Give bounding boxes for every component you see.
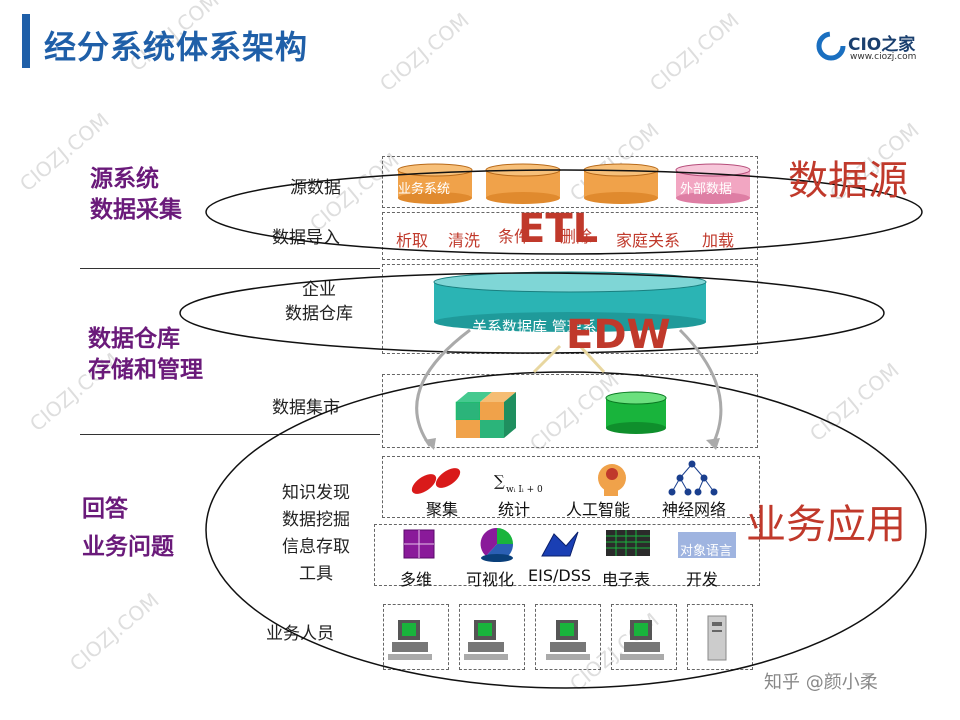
label-datasource: 数据源: [788, 158, 908, 204]
statistics-icon: ∑ wᵢ Iᵢ + 0: [494, 472, 543, 495]
spreadsheet-icon: [606, 530, 650, 556]
svg-text:∑: ∑: [494, 472, 505, 490]
mart-cylinder-icon: [605, 391, 667, 434]
label-enterprise-dw: 企业 数据仓库: [285, 280, 353, 324]
edw-ellipse: [179, 272, 885, 354]
access-item: 开发: [686, 570, 719, 589]
workstation-icon: [464, 620, 508, 660]
multidimensional-cube-icon: [403, 529, 435, 559]
etl-step: 清洗: [448, 231, 481, 250]
cylinder-label: 业务系统: [398, 182, 451, 197]
user-box: [459, 604, 525, 670]
neural-network-icon: [668, 460, 718, 496]
separator-line: [80, 268, 380, 269]
object-language-label: 对象语言: [680, 544, 733, 559]
label-business-users: 业务人员: [266, 624, 334, 644]
arrow-icon: [678, 328, 723, 447]
cube-icon: [455, 392, 516, 438]
etl-box: [382, 212, 758, 260]
svg-text:wᵢ Iᵢ + 0: wᵢ Iᵢ + 0: [506, 485, 543, 495]
mining-item: 神经网络: [662, 500, 727, 519]
etl-step: 删除: [560, 227, 593, 246]
etl-step: 条件: [498, 227, 531, 246]
mining-item: 人工智能: [566, 500, 631, 519]
mining-item: 统计: [498, 500, 531, 519]
mining-box: [382, 456, 760, 518]
section-label-source: 源系统 数据采集: [90, 166, 182, 223]
cylinder-icon: [583, 163, 659, 204]
cluster-icon: [411, 468, 461, 494]
user-box: [611, 604, 677, 670]
etl-step: 家庭关系: [616, 231, 681, 250]
access-item: 电子表: [602, 570, 651, 589]
arrow-icon: [415, 328, 471, 447]
etl-ellipse: [205, 169, 923, 255]
access-box: [374, 524, 760, 586]
etl-step: 加载: [702, 231, 735, 250]
source-data-box: [382, 156, 758, 208]
object-language-icon: [678, 532, 736, 558]
logo-url: www.ciozj.com: [850, 52, 917, 62]
arrow-icon: [578, 344, 606, 374]
server-icon: [707, 615, 727, 661]
user-box: [535, 604, 601, 670]
warehouse-cylinder-icon: [433, 271, 707, 332]
access-item: EIS/DSS: [528, 566, 592, 585]
label-edw: EDW: [566, 312, 671, 358]
workstation-icon: [620, 620, 664, 660]
pie-chart-icon: [480, 527, 514, 562]
user-box: [687, 604, 753, 670]
user-box: [383, 604, 449, 670]
label-etl: ETL: [518, 206, 599, 252]
warehouse-label: 关系数据库 管理系: [472, 318, 597, 336]
workstation-icon: [546, 620, 590, 660]
logo-name: CIO之家: [848, 35, 916, 55]
access-item: 可视化: [466, 570, 515, 589]
business-ellipse: [205, 371, 927, 689]
label-business-app: 业务应用: [746, 502, 906, 548]
cylinder-label: 外部数据: [680, 182, 733, 197]
eis-dss-icon: [541, 531, 579, 557]
separator-line: [80, 434, 380, 435]
mining-item: 聚集: [426, 500, 459, 519]
arrow-head-icon: [424, 438, 436, 450]
title-accent-bar: [22, 14, 30, 68]
label-knowledge: 知识发现 数据挖掘 信息存取 工具: [282, 483, 350, 584]
arrow-head-icon: [706, 438, 720, 450]
cylinder-icon: [675, 163, 751, 204]
ai-head-icon: [598, 464, 626, 496]
arrow-icon: [532, 344, 562, 374]
access-item: 多维: [400, 570, 433, 589]
section-label-warehouse: 数据仓库 存储和管理: [88, 326, 203, 383]
page-title: 经分系统体系架构: [44, 28, 309, 66]
section-label-business: 回答 业务问题: [82, 496, 174, 560]
footer-credit: 知乎 @颜小柔: [764, 672, 878, 693]
etl-step: 析取: [396, 231, 429, 250]
data-mart-box: [382, 374, 758, 448]
workstation-icon: [388, 620, 432, 660]
